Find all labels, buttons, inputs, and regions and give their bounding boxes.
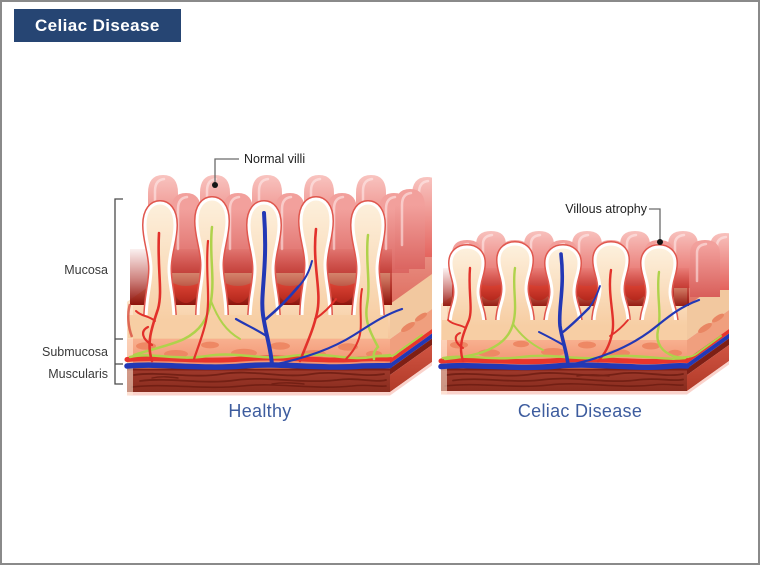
- callout-villous-atrophy: Villous atrophy: [565, 202, 647, 216]
- label-submucosa: Submucosa: [41, 345, 108, 359]
- label-muscularis: Muscularis: [48, 367, 108, 381]
- callout-normal-villi: Normal villi: [244, 152, 306, 166]
- celiac-crypt-shadows: [475, 282, 651, 301]
- title-badge: Celiac Disease: [14, 9, 181, 42]
- caption-celiac: Celiac Disease: [517, 401, 643, 421]
- celiac-vessels: [441, 252, 722, 367]
- celiac-vessel-bands: [438, 357, 690, 371]
- celiac-front-villi: [442, 240, 687, 340]
- healthy-side-face: [390, 272, 432, 396]
- healthy-crypt-shadows: [169, 281, 359, 303]
- celiac-villi-illustration: [438, 229, 729, 395]
- caption-healthy: Healthy: [228, 401, 292, 421]
- healthy-vessels: [128, 211, 423, 367]
- healthy-villi-illustration: [124, 173, 432, 396]
- page-title: Celiac Disease: [35, 16, 160, 35]
- label-mucosa: Mucosa: [64, 263, 108, 277]
